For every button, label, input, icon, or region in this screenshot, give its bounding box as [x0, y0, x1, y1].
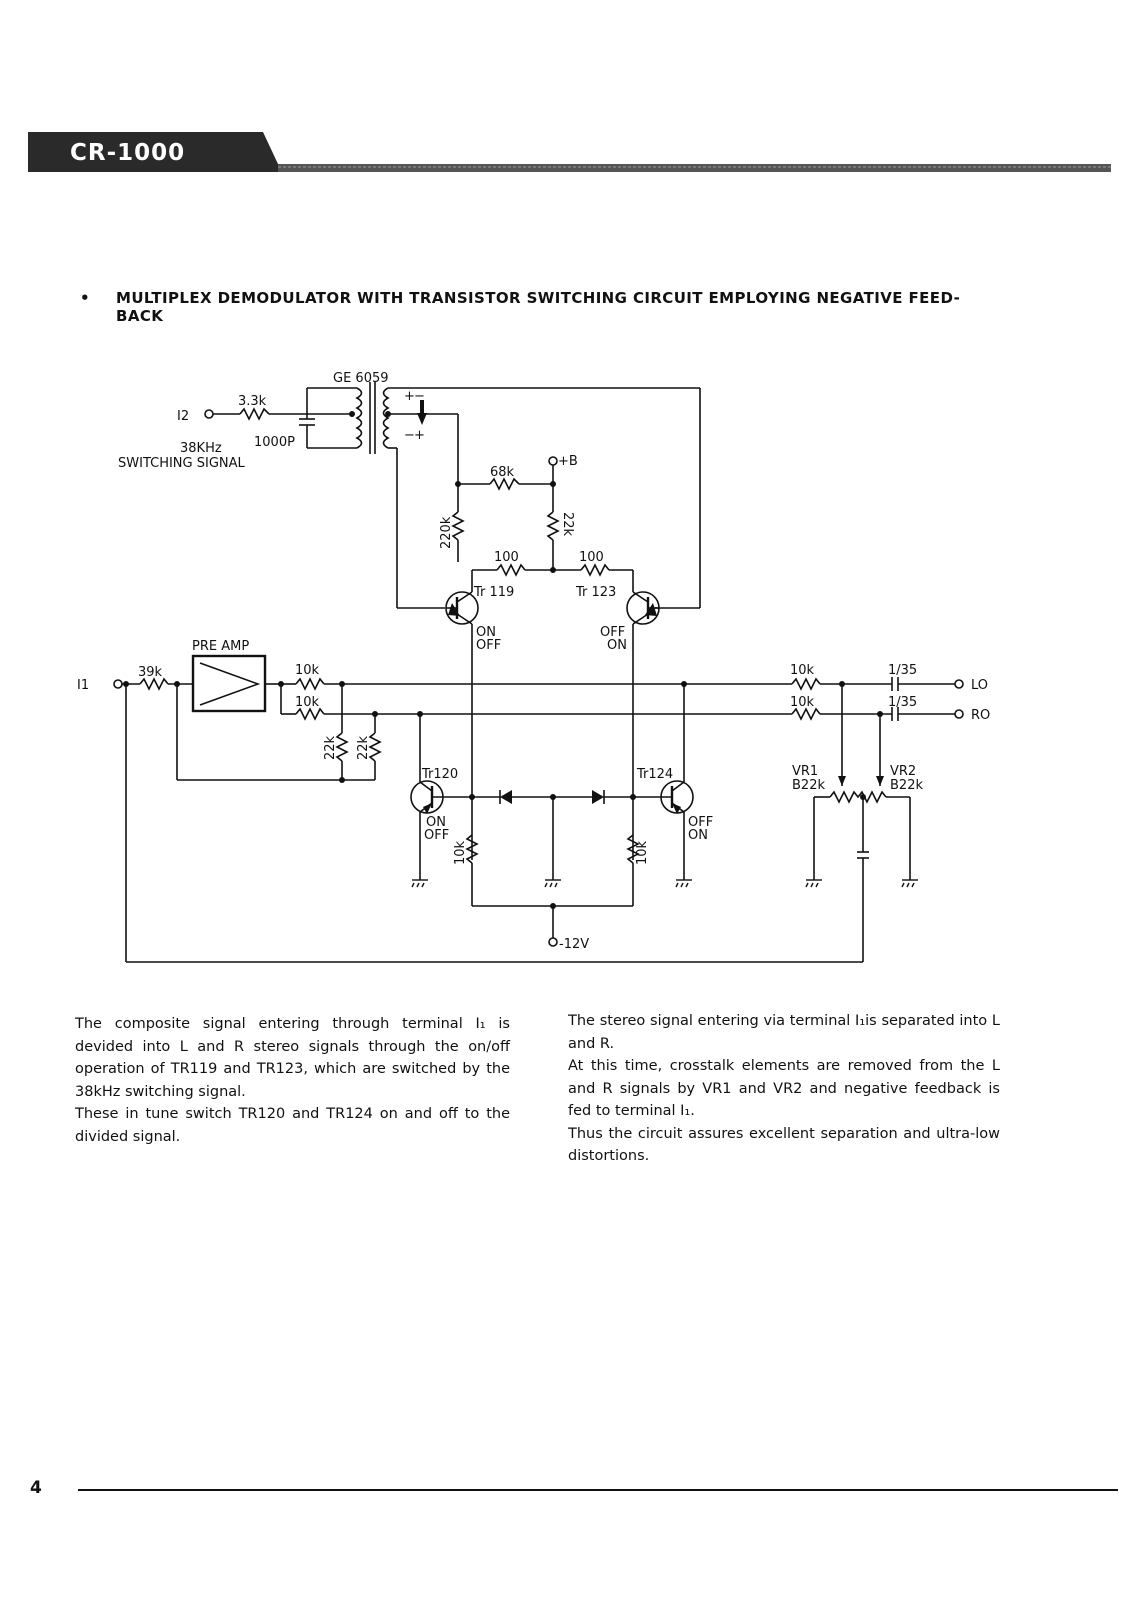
paragraph: At this time, crosstalk elements are rem…: [568, 1058, 1000, 1119]
paragraph: Thus the circuit assures excellent separ…: [568, 1125, 1000, 1165]
r-22k-a-label: 22k: [323, 735, 338, 760]
transformer-label: GE 6059: [333, 371, 389, 386]
heading-text: MULTIPLEX DEMODULATOR WITH TRANSISTOR SW…: [116, 289, 961, 325]
i1-terminal-label: I1: [77, 678, 89, 693]
vr2-value-label: B22k: [890, 778, 923, 793]
tr119-label: Tr 119: [473, 585, 514, 600]
vr1-label: VR1: [792, 764, 818, 779]
tr120-state-on: ON: [426, 815, 446, 830]
bullet-icon: •: [80, 289, 90, 307]
tr124-state-on: ON: [688, 828, 708, 843]
switching-signal-freq-label: 38KHz: [180, 441, 222, 456]
r-10k-l-out-label: 10k: [790, 663, 815, 678]
tr123-state-off: OFF: [600, 625, 625, 640]
supply-plus-label: +B: [558, 454, 578, 469]
r-3k3-label: 3.3k: [238, 394, 267, 409]
tr124-label: Tr124: [636, 767, 673, 782]
r-10k-r-out-label: 10k: [790, 695, 815, 710]
footer-rule: [78, 1489, 1118, 1491]
pin-plus-label: +: [404, 389, 415, 404]
paragraph: These in tune switch TR120 and TR124 on …: [75, 1106, 510, 1145]
header-band: [28, 132, 1111, 172]
right-text-column: The stereo signal entering via terminal …: [568, 1010, 1000, 1168]
tr123-state-on: ON: [607, 638, 627, 653]
page-number: 4: [30, 1478, 42, 1498]
header-title: CR-1000: [70, 140, 186, 166]
left-text-column: The composite signal entering through te…: [75, 1013, 510, 1148]
tr120-state-off: OFF: [424, 828, 449, 843]
c-1000p-label: 1000P: [254, 435, 295, 450]
vr1-value-label: B22k: [792, 778, 825, 793]
tr123-label: Tr 123: [575, 585, 616, 600]
r-10k-l-label: 10k: [295, 663, 320, 678]
r-68k-label: 68k: [490, 465, 515, 480]
r-39k-label: 39k: [138, 665, 163, 680]
r-22k-top-label: 22k: [560, 512, 575, 537]
pin-minus-label: −: [414, 389, 425, 404]
out-lo-label: LO: [971, 678, 988, 693]
tr119-state-off: OFF: [476, 638, 501, 653]
paragraph: The stereo signal entering via terminal …: [568, 1013, 1000, 1052]
r-10k-emitter-left-label: 10k: [453, 840, 468, 865]
r-10k-r-label: 10k: [295, 695, 320, 710]
r-100-right-label: 100: [579, 550, 604, 565]
tr124-state-off: OFF: [688, 815, 713, 830]
r-220k-label: 220k: [439, 516, 454, 549]
pin-minus-label: −: [404, 428, 415, 443]
c-ro-label: 1/35: [888, 695, 917, 710]
r-22k-b-label: 22k: [356, 735, 371, 760]
tr120-label: Tr120: [421, 767, 458, 782]
supply-minus-label: -12V: [559, 937, 589, 952]
i2-terminal-label: I2: [177, 409, 189, 424]
pin-plus-label: +: [414, 428, 425, 443]
tr119-state-on: ON: [476, 625, 496, 640]
r-10k-emitter-right-label: 10k: [635, 840, 650, 865]
out-ro-label: RO: [971, 708, 990, 723]
switching-signal-label: SWITCHING SIGNAL: [118, 456, 246, 471]
vr2-label: VR2: [890, 764, 916, 779]
c-lo-label: 1/35: [888, 663, 917, 678]
pre-amp-label: PRE AMP: [192, 639, 249, 654]
paragraph: The composite signal entering through te…: [75, 1016, 510, 1100]
r-100-left-label: 100: [494, 550, 519, 565]
